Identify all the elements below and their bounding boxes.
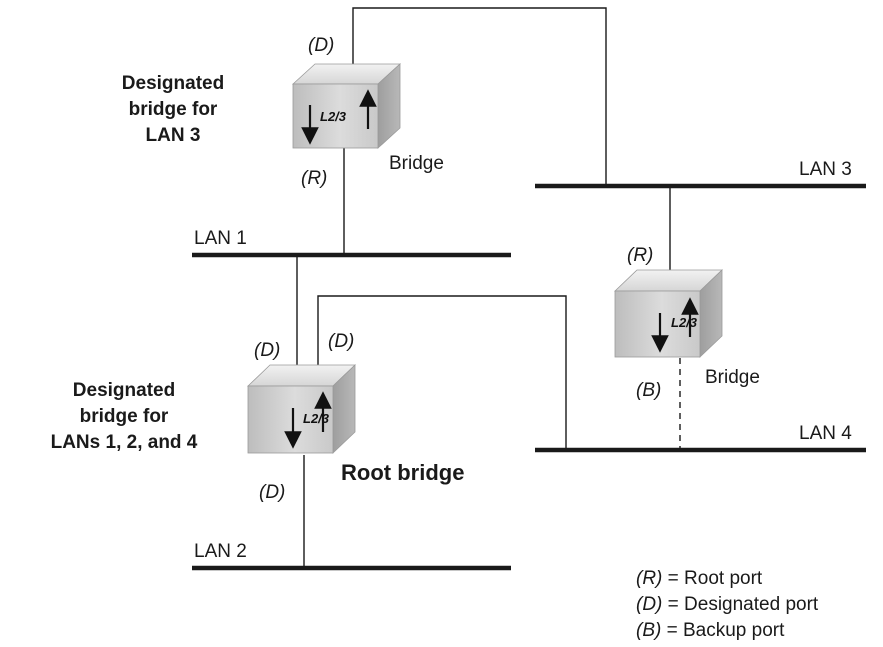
lan3-label: LAN 3 xyxy=(799,159,852,180)
top-bridge-box[interactable]: L2/3 xyxy=(291,63,402,149)
root-bridge-name: Root bridge xyxy=(341,460,464,485)
legend-item-backup-port: (B) = Backup port xyxy=(636,620,785,641)
root-bridge-left-port-label: (D) xyxy=(254,340,280,361)
lan1-label: LAN 1 xyxy=(194,228,247,249)
top-bridge-upper-port-label: (D) xyxy=(308,35,334,56)
lan2-label: LAN 2 xyxy=(194,541,247,562)
legend-abbr: (B) xyxy=(636,620,661,641)
right-bridge-name: Bridge xyxy=(705,367,760,388)
description-line: LANs 1, 2, and 4 xyxy=(51,432,198,453)
description-line: LAN 3 xyxy=(146,125,201,146)
top-bridge-lower-port-label: (R) xyxy=(301,168,327,189)
right-bridge-box[interactable]: L2/3 xyxy=(614,269,723,358)
root-bridge-to-lan4-wire xyxy=(317,295,567,450)
legend-item-root-port: (R) = Root port xyxy=(636,568,763,589)
description-line: Designated xyxy=(122,73,224,94)
description-line: Designated xyxy=(73,380,175,401)
legend-text: = Designated port xyxy=(662,594,819,615)
right-bridge-lower-port-label: (B) xyxy=(636,380,661,401)
root-bridge-face-label: L2/3 xyxy=(303,411,330,426)
top-bridge-to-lan3-wire xyxy=(352,7,607,186)
root-bridge-description: Designated bridge for LANs 1, 2, and 4 xyxy=(51,380,198,453)
legend: (R) = Root port (D) = Designated port (B… xyxy=(636,568,819,641)
legend-text: = Root port xyxy=(662,568,763,589)
description-line: bridge for xyxy=(129,99,218,120)
legend-abbr: (D) xyxy=(636,594,662,615)
legend-abbr: (R) xyxy=(636,568,662,589)
top-bridge-name: Bridge xyxy=(389,153,444,174)
legend-item-designated-port: (D) = Designated port xyxy=(636,594,819,615)
lan4-label: LAN 4 xyxy=(799,423,852,444)
legend-text: = Backup port xyxy=(661,620,785,641)
top-bridge-face-label: L2/3 xyxy=(320,109,347,124)
right-bridge-upper-port-label: (R) xyxy=(627,245,653,266)
root-bridge-right-port-label: (D) xyxy=(328,331,354,352)
root-bridge-lower-port-label: (D) xyxy=(259,482,285,503)
right-bridge-face-label: L2/3 xyxy=(671,315,698,330)
top-bridge-description: Designated bridge for LAN 3 xyxy=(122,73,224,146)
description-line: bridge for xyxy=(80,406,169,427)
root-bridge-box[interactable]: L2/3 xyxy=(247,364,356,454)
